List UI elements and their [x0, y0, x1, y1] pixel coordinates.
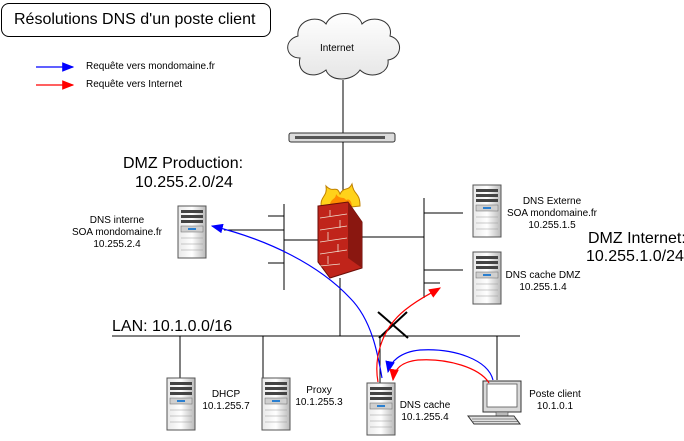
dmz-internet-network: 10.255.1.0/24	[586, 248, 684, 265]
dns-cache-role: DNS cache	[399, 400, 451, 411]
server-dns-cache-dmz-icon	[472, 251, 502, 305]
dns-externe-ip: 10.255.1.5	[528, 220, 576, 231]
poste-client-ip: 10.1.0.1	[536, 401, 574, 412]
internet-label: Internet	[320, 43, 354, 54]
label-dns-cache: DNS cache 10.1.255.4	[393, 400, 457, 424]
dns-externe-role: DNS Externe	[522, 196, 582, 207]
server-dns-cache-icon	[366, 382, 396, 436]
dns-interne-soa: SOA mondomaine.fr	[71, 227, 163, 238]
dmz-production-name: DMZ Production:	[123, 155, 244, 172]
dns-interne-ip: 10.255.2.4	[93, 239, 141, 250]
dns-cache-dmz-ip: 10.255.1.4	[519, 282, 567, 293]
proxy-role: Proxy	[306, 385, 332, 396]
dns-externe-soa: SOA mondomaine.fr	[506, 208, 598, 219]
server-dns-interne-icon	[177, 205, 207, 259]
diagram-title: Résolutions DNS d'un poste client	[1, 3, 271, 37]
workstation-icon	[467, 380, 522, 425]
blue-arrow-cache-to-dns-interne	[210, 223, 383, 379]
lan-label: LAN: 10.1.0.0/16	[112, 318, 233, 335]
label-dns-cache-dmz: DNS cache DMZ 10.255.1.4	[498, 270, 588, 294]
dns-cache-ip: 10.1.255.4	[401, 412, 449, 423]
dmz-production-network: 10.255.2.0/24	[135, 174, 233, 191]
blue-arrow-client-to-cache	[385, 349, 494, 381]
dmz-internet-name: DMZ Internet:	[588, 230, 684, 247]
dns-cache-dmz-role: DNS cache DMZ	[505, 270, 581, 281]
dhcp-role: DHCP	[211, 389, 241, 400]
poste-client-role: Poste client	[529, 389, 581, 400]
label-dns-interne: DNS interne SOA mondomaine.fr 10.255.2.4	[62, 215, 172, 251]
red-arrow-client-to-cache	[389, 359, 490, 384]
proxy-ip: 10.1.255.3	[295, 397, 343, 408]
red-arrow-cache-to-dmz	[376, 287, 442, 383]
label-poste-client: Poste client 10.1.0.1	[523, 389, 587, 413]
router	[288, 132, 396, 143]
blocked-cross	[377, 311, 409, 339]
label-dns-externe: DNS Externe SOA mondomaine.fr 10.255.1.5	[497, 196, 607, 232]
label-dhcp: DHCP 10.1.255.7	[196, 389, 256, 413]
dns-interne-role: DNS interne	[89, 215, 145, 226]
label-proxy: Proxy 10.1.255.3	[289, 385, 349, 409]
legend-label-internet: Requête vers Internet	[86, 79, 183, 90]
firewall	[317, 182, 363, 279]
legend-label-mondomaine: Requête vers mondomaine.fr	[86, 61, 215, 72]
internet-cloud	[287, 13, 400, 80]
server-proxy-icon	[261, 377, 291, 431]
dhcp-ip: 10.1.255.7	[202, 401, 250, 412]
server-dhcp-icon	[166, 377, 196, 431]
